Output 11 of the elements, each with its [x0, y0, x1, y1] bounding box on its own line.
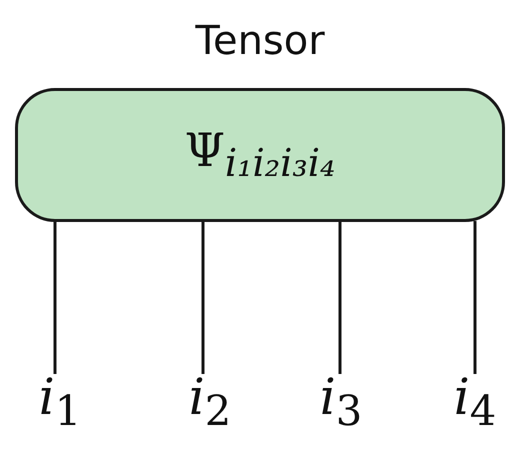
- tensor-leg: [54, 221, 56, 374]
- index-label: i$_{2}$: [188, 372, 232, 432]
- tensor-leg: [338, 221, 342, 374]
- title: Tensor: [195, 18, 325, 64]
- index-label: i$_{1}$: [38, 372, 82, 432]
- index-label: i$_{3}$: [320, 372, 362, 432]
- index-label: i$_{4}$: [454, 372, 496, 432]
- tensor-leg: [474, 221, 476, 374]
- tensor-box: [15, 88, 505, 222]
- tensor-leg: [202, 221, 204, 374]
- tensor-symbol: Ψ$_{i₁i₂i₃i₄}$: [184, 123, 336, 187]
